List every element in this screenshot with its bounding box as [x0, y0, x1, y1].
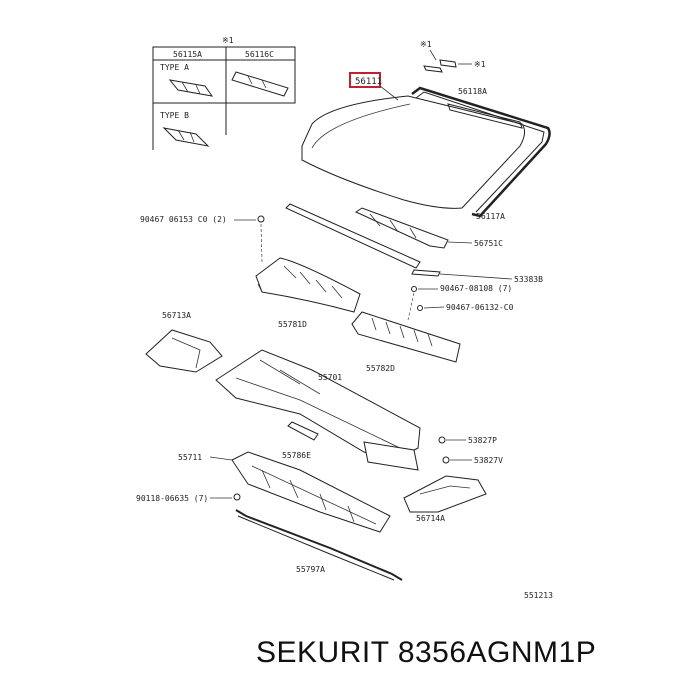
seal-label: 56751C — [474, 239, 503, 248]
louver-right-label: 55782D — [366, 364, 395, 373]
seal-lower-label: 55797A — [296, 565, 325, 574]
type-a-clip — [168, 79, 214, 97]
louver-left-label: 55781D — [278, 320, 307, 329]
bracket-right-label: 56714A — [416, 514, 445, 523]
inset-type-b: TYPE B — [160, 111, 189, 120]
inset-header-b: 56116C — [245, 50, 274, 59]
windshield-label: 56111 — [355, 77, 382, 87]
upper-seal — [285, 203, 449, 269]
clip-mark-right: ※1 — [474, 60, 486, 69]
windshield-label-box — [349, 72, 381, 88]
bracket-left — [145, 329, 223, 373]
inset-type-a: TYPE A — [160, 63, 189, 72]
cowl-lower-label: 55711 — [178, 453, 202, 462]
clip1-label: 90467-08108 (7) — [440, 284, 512, 293]
molding-frame — [411, 86, 551, 218]
cowl-lower — [231, 451, 391, 533]
molding-side-label: 56117A — [476, 212, 505, 221]
bracket-left-label: 56713A — [162, 311, 191, 320]
bolt-lower-label: 90118-06635 (7) — [136, 494, 208, 503]
diagram-id: 551213 — [524, 591, 553, 600]
type-b-clip — [162, 127, 210, 147]
louver-left — [255, 257, 361, 313]
cowl-panel-label: 55701 — [318, 373, 342, 382]
stop-p-label: 53827P — [468, 436, 497, 445]
clip2-label: 90467-06132-C0 — [446, 303, 514, 312]
windshield-glass — [301, 95, 526, 209]
inset-box: ※1 56115A 56116C TYPE A TYPE B — [152, 36, 296, 150]
inset-header-a: 56115A — [173, 50, 202, 59]
bolt-left-label: 90467 06153 C0 (2) — [140, 215, 227, 224]
louver-right — [351, 311, 461, 363]
part-caption: SEKURIT 8356AGNM1P — [256, 636, 597, 669]
pad-label: 55786E — [282, 451, 311, 460]
inset-ref-mark: ※1 — [222, 36, 234, 45]
strip-56116c — [231, 71, 289, 97]
pad — [287, 421, 319, 441]
lower-seal — [235, 509, 403, 581]
bracket-right — [403, 475, 487, 513]
molding-top-label: 56118A — [458, 87, 487, 96]
part-533-label: 53383B — [514, 275, 543, 284]
stop-v-label: 53827V — [474, 456, 503, 465]
clip-mark-top: ※1 — [420, 40, 432, 49]
cowl-panel — [215, 349, 421, 471]
